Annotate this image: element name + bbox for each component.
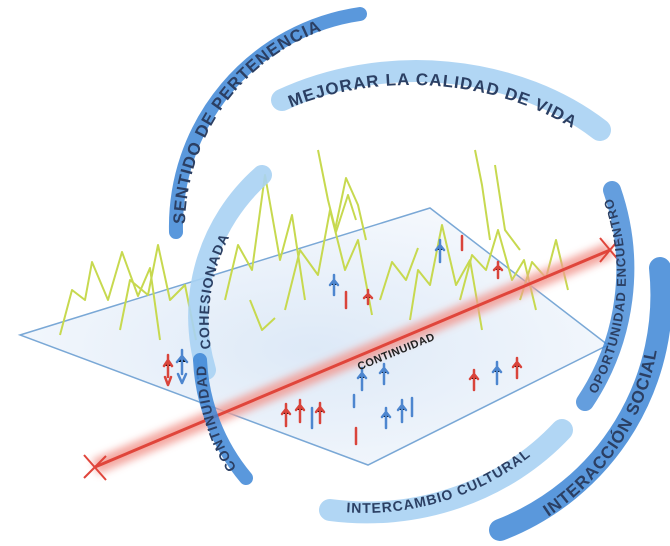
- figure-group-center: [352, 362, 390, 409]
- arc-sentido: [168, 7, 367, 239]
- arc-intercambio: [319, 419, 573, 524]
- arc-continuidad: [193, 353, 253, 485]
- figure-group-top-right: [434, 234, 504, 280]
- arc-mejorar: [271, 60, 611, 141]
- arc-bands: [168, 7, 670, 541]
- figure-group-lower-left: [280, 398, 326, 430]
- arc-cohesionada: [188, 165, 272, 380]
- figure-group-right: [468, 356, 523, 392]
- figure-group-top-center: [328, 273, 374, 310]
- label-oportunidad-encuentro: OPORTUNIDAD ENCUENTRO: [585, 196, 629, 396]
- arc-interaccion: [489, 257, 670, 541]
- ground-plane: [17, 207, 610, 466]
- arc-oportunidad: [576, 181, 635, 411]
- trees-sketch: [59, 149, 569, 341]
- figure-group-lower-center: [354, 396, 414, 446]
- continuity-axis: [83, 237, 621, 481]
